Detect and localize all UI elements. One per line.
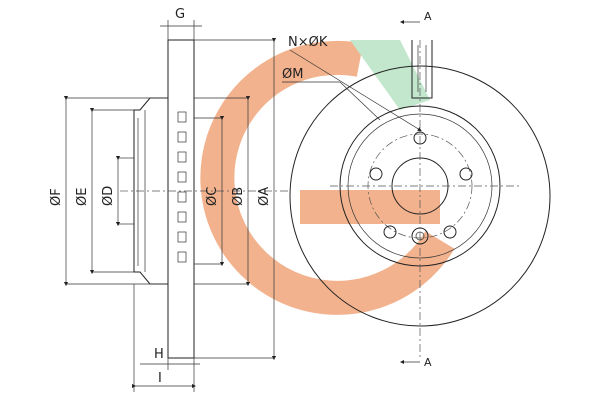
watermark-orange-bar (300, 190, 440, 224)
label-section-top: A (424, 10, 432, 23)
label-diameter-a: ØA (257, 187, 272, 206)
friction-ring-section (167, 39, 195, 359)
label-diameter-c: ØC (205, 187, 220, 206)
label-diameter-d: ØD (101, 186, 116, 206)
vent-cut (411, 40, 433, 99)
label-g: G (175, 7, 185, 22)
section-markers (399, 19, 420, 365)
watermark-logo (200, 40, 455, 315)
watermark-orange-ring (200, 40, 455, 315)
g-dimension (160, 20, 202, 40)
hat-outline (133, 97, 168, 285)
label-h: H (154, 347, 164, 362)
label-diameter-f: ØF (49, 188, 64, 206)
label-section-bottom: A (424, 356, 432, 369)
label-i: I (158, 371, 162, 386)
label-nk: N×ØK (288, 35, 328, 50)
label-diameter-b: ØB (231, 187, 246, 206)
label-diameter-e: ØE (75, 188, 90, 206)
section-view (120, 39, 290, 359)
front-view (282, 40, 551, 358)
hi-dimensions (131, 284, 200, 392)
right-dimensions (194, 37, 277, 361)
disc-outer-edge (289, 65, 551, 327)
label-m: ØM (282, 67, 303, 82)
left-dimensions (63, 95, 168, 287)
vent-slots (177, 111, 187, 263)
bolt-holes (369, 131, 473, 245)
watermark-green-shape (350, 40, 430, 110)
